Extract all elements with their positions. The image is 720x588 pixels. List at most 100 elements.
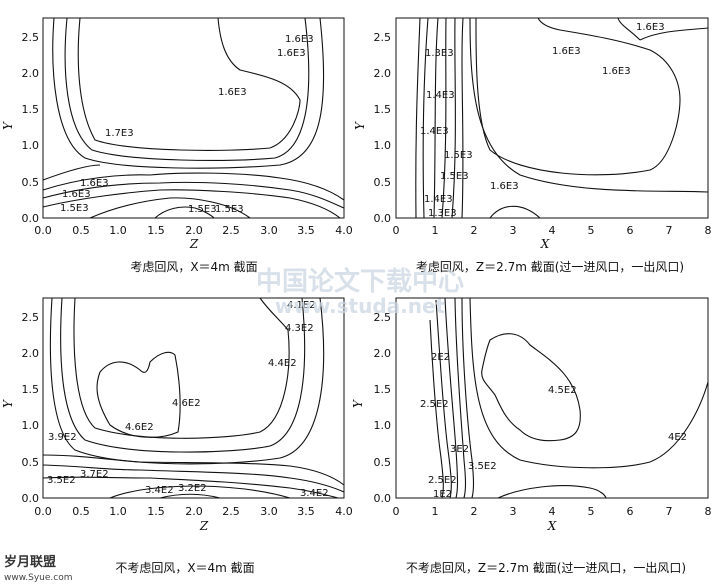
panel-b-ytick-4: 2.0 — [374, 67, 392, 80]
panel-a-frame — [42, 17, 345, 219]
panel-d-ytick-5: 2.5 — [374, 311, 392, 324]
panel-a-xtick-5: 2.5 — [222, 224, 240, 237]
panel-d-label-2: 3E2 — [450, 444, 469, 455]
panel-a-xtick-3: 1.5 — [147, 224, 165, 237]
panel-a-ytick-2: 1.0 — [22, 139, 40, 152]
panel-a-ytick-0: 0.0 — [22, 212, 40, 225]
panel-a-y-ticks: 0.0 0.5 1.0 1.5 2.0 2.5 — [22, 31, 40, 225]
panel-d-ytick-1: 0.5 — [374, 456, 392, 469]
watermark-title: 中国论文下载中心 — [256, 266, 464, 297]
panel-b-label-7: 1.6E3 — [602, 66, 631, 77]
panel-d-label-7: 1E2 — [433, 489, 452, 500]
panel-a-label-4: 1.6E3 — [80, 178, 109, 189]
panel-b-label-5: 1.6E3 — [490, 181, 519, 192]
panel-a-caption: 考虑回风，X＝4m 截面 — [130, 260, 257, 274]
panel-d-xtick-7: 7 — [666, 505, 673, 518]
panel-c-x-ticks: 0.0 0.5 1.0 1.5 2.0 2.5 3.0 3.5 4.0 — [34, 505, 353, 518]
panel-c-ytick-3: 1.5 — [22, 383, 40, 396]
panel-a-xtick-0: 0.0 — [34, 224, 52, 237]
panel-a-ylabel: Y — [1, 121, 15, 130]
panel-c-contours — [42, 297, 345, 499]
panel-b-label-0: 1.3E3 — [425, 48, 454, 59]
panel-d-contours — [429, 297, 709, 499]
logo-text: 岁月联盟 — [4, 554, 56, 570]
panel-b-ytick-1: 0.5 — [374, 176, 392, 189]
watermark-url: www.studa.net — [275, 294, 446, 318]
panel-a-label-1: 1.6E3 — [277, 48, 306, 59]
panel-d-ytick-3: 1.5 — [374, 383, 392, 396]
panel-d-xlabel: X — [547, 519, 557, 533]
panel-d-frame — [395, 297, 709, 499]
panel-c-label-2: 4.4E2 — [268, 358, 297, 369]
panel-b-label-4: 1.5E3 — [440, 171, 469, 182]
panel-b-xlabel: X — [540, 237, 550, 251]
panel-d-x-ticks: 0 1 2 3 4 5 6 7 8 — [393, 505, 712, 518]
panel-a: 1.6E3 1.6E3 1.6E3 1.7E3 1.6E3 1.6E3 1.5E… — [1, 17, 353, 274]
panel-b-ytick-0: 0.0 — [374, 212, 392, 225]
panel-d-y-ticks: 0.0 0.5 1.0 1.5 2.0 2.5 — [374, 311, 392, 505]
panel-b-label-3: 1.5E3 — [444, 150, 473, 161]
panel-c-label-8: 3.4E2 — [145, 485, 174, 496]
panel-a-label-6: 1.5E3 — [60, 203, 89, 214]
panel-c-label-6: 3.7E2 — [80, 469, 109, 480]
panel-b-ytick-2: 1.0 — [374, 139, 392, 152]
panel-c-xtick-7: 3.5 — [297, 505, 315, 518]
panel-c-ytick-0: 0.0 — [22, 492, 40, 505]
panel-b-label-6: 1.6E3 — [552, 46, 581, 57]
panel-d-xtick-6: 6 — [627, 505, 634, 518]
panel-d-xtick-3: 3 — [510, 505, 517, 518]
panel-a-label-3: 1.7E3 — [105, 128, 134, 139]
panel-c-label-3: 4.6E2 — [172, 398, 201, 409]
panel-c-label-10: 3.4E2 — [300, 488, 329, 499]
panel-d-caption: 不考虑回风，Z＝2.7m 截面(过一进风口，一出风口) — [406, 561, 686, 575]
panel-d-xtick-1: 1 — [432, 505, 439, 518]
panel-c-ytick-1: 0.5 — [22, 456, 40, 469]
panel-c-xtick-8: 4.0 — [335, 505, 353, 518]
panel-c-label-0: 4.1E2 — [287, 300, 316, 311]
panel-b-xtick-1: 1 — [432, 224, 439, 237]
panel-c-y-ticks: 0.0 0.5 1.0 1.5 2.0 2.5 — [22, 311, 40, 505]
panel-d-label-1: 2.5E2 — [420, 399, 449, 410]
panel-b-xtick-0: 0 — [393, 224, 400, 237]
panel-a-label-8: 1.5E3 — [215, 204, 244, 215]
panel-c-label-1: 4.3E2 — [285, 323, 314, 334]
panel-b-label-2: 1.4E3 — [420, 126, 449, 137]
panel-c-ylabel: Y — [1, 399, 15, 408]
panel-b-xtick-6: 6 — [627, 224, 634, 237]
panel-c-ytick-2: 1.0 — [22, 419, 40, 432]
panel-a-xtick-7: 3.5 — [297, 224, 315, 237]
panel-b-label-8: 1.6E3 — [636, 22, 665, 33]
panel-c-xtick-4: 2.0 — [185, 505, 203, 518]
panel-b-xtick-2: 2 — [471, 224, 478, 237]
panel-d-label-3: 3.5E2 — [468, 461, 497, 472]
panel-c-xtick-1: 0.5 — [72, 505, 90, 518]
panel-c-xtick-2: 1.0 — [109, 505, 127, 518]
panel-a-ytick-1: 0.5 — [22, 176, 40, 189]
panel-d-xtick-5: 5 — [588, 505, 595, 518]
panel-c-xtick-5: 2.5 — [222, 505, 240, 518]
panel-b-xtick-5: 5 — [588, 224, 595, 237]
panel-d-xtick-8: 8 — [705, 505, 712, 518]
panel-c-xtick-6: 3.0 — [260, 505, 278, 518]
panel-c-xtick-0: 0.0 — [34, 505, 52, 518]
panel-b-y-ticks: 0.0 0.5 1.0 1.5 2.0 2.5 — [374, 31, 392, 225]
panel-b-contours — [415, 17, 709, 219]
panel-d-label-4: 4.5E2 — [548, 385, 577, 396]
panel-b: 1.3E3 1.4E3 1.4E3 1.5E3 1.5E3 1.6E3 1.6E… — [353, 17, 712, 274]
panel-c-xlabel: Z — [199, 519, 209, 533]
panel-d-ytick-4: 2.0 — [374, 347, 392, 360]
panel-a-label-7: 1.5E3 — [188, 204, 217, 215]
panel-a-xtick-8: 4.0 — [335, 224, 353, 237]
panel-a-xtick-6: 3.0 — [260, 224, 278, 237]
panel-b-x-ticks: 0 1 2 3 4 5 6 7 8 — [393, 224, 712, 237]
panel-a-xtick-4: 2.0 — [185, 224, 203, 237]
panel-a-ytick-5: 2.5 — [22, 31, 40, 44]
panel-b-label-10: 1.3E3 — [428, 208, 457, 219]
panel-c-frame — [42, 297, 345, 499]
panel-d-label-0: 2E2 — [431, 352, 450, 363]
panel-a-xlabel: Z — [189, 237, 199, 251]
panel-a-xtick-2: 1.0 — [109, 224, 127, 237]
panel-d-ytick-2: 1.0 — [374, 419, 392, 432]
panel-b-label-1: 1.4E3 — [426, 90, 455, 101]
panel-d-xtick-2: 2 — [471, 505, 478, 518]
